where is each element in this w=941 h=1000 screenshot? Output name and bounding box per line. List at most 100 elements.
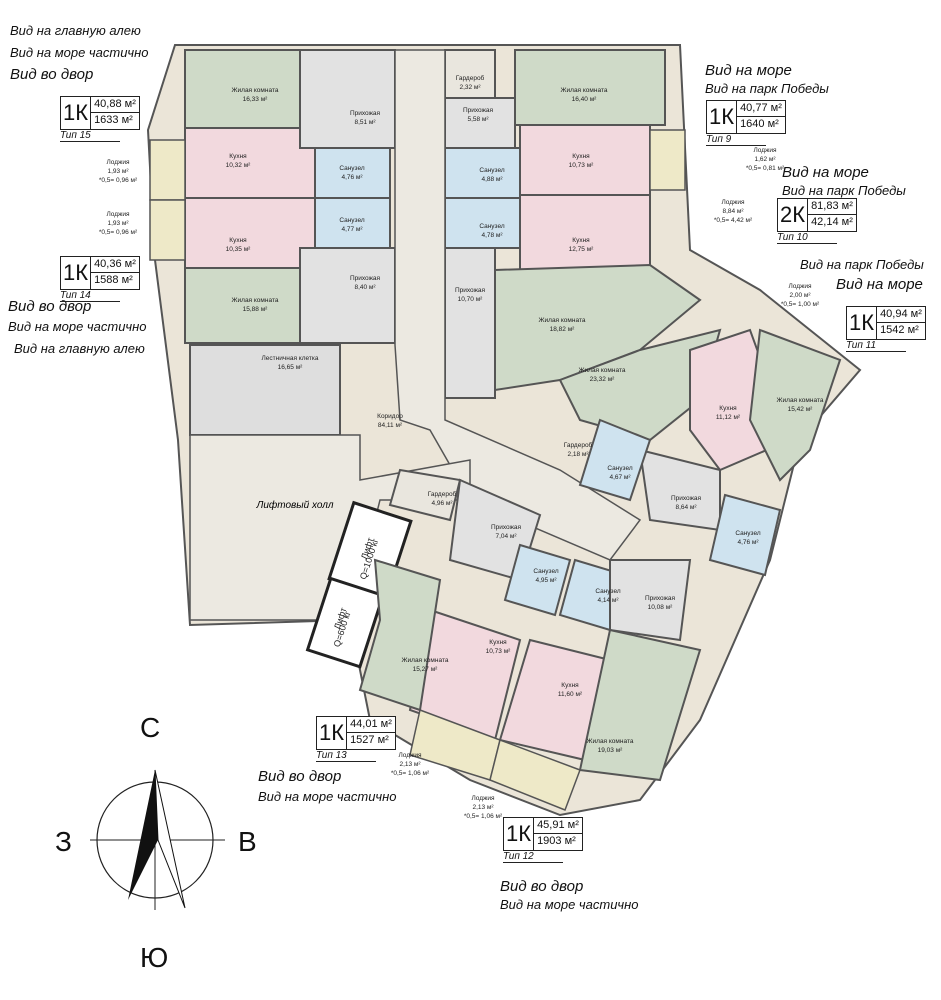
apt-10-price: 42,14 м² (811, 216, 853, 228)
view-ne-b-2: Вид на парк Победы (782, 183, 906, 198)
room-area: 10,08 м² (648, 604, 674, 611)
view-s12-2: Вид на море частично (500, 897, 639, 912)
room-area: 5,58 м² (467, 116, 489, 123)
compass (90, 769, 225, 910)
view-nw-2: Вид на море частично (10, 45, 149, 60)
room-name: Жилая комната (402, 657, 449, 664)
room-area: 7,04 м² (495, 533, 517, 540)
room-area: 4,76 м² (737, 539, 759, 546)
loggia-area: 2,13 м² (472, 804, 494, 811)
apt-9-price: 1640 м² (740, 118, 779, 130)
apt-10-code: 2К (777, 198, 808, 232)
view-s13-2: Вид на море частично (258, 789, 397, 804)
room-area: 4,14 м² (597, 597, 619, 604)
bath-11 (708, 493, 782, 577)
view-w-1: Вид во двор (8, 298, 92, 315)
room-area: 18,82 м² (550, 326, 576, 333)
apt-12-price: 1903 м² (537, 835, 576, 847)
room-area: 15,42 м² (788, 406, 814, 413)
room-area: 4,95 м² (535, 577, 557, 584)
loggia-ne1 (649, 129, 686, 191)
compass-needle-dark (128, 770, 158, 900)
room-name: Санузел (339, 217, 365, 224)
room-name: Прихожая (645, 595, 676, 602)
room-name: Жилая комната (777, 397, 824, 404)
view-s13-1: Вид во двор (258, 768, 342, 785)
apt-11-code: 1К (846, 306, 877, 340)
room-area: 8,40 м² (354, 284, 376, 291)
room-area: 23,32 м² (590, 376, 616, 383)
room-area: 11,60 м² (558, 691, 583, 698)
compass-south: Ю (140, 942, 169, 973)
room-name: Кухня (229, 153, 247, 160)
room-name: Жилая комната (579, 367, 626, 374)
loggia-reduced-area: *0,5= 0,96 м² (99, 229, 138, 236)
room-name: Санузел (339, 165, 365, 172)
room-area: 10,73 м² (569, 162, 595, 169)
hall-12 (609, 559, 692, 642)
room-name: Лестничная клетка (262, 355, 319, 362)
compass-west: З (55, 826, 72, 857)
room-area: 2,18 м² (567, 451, 589, 458)
room-area: 4,88 м² (481, 176, 503, 183)
living-room-13 (358, 558, 442, 712)
apt-15-type: Тип 15 (60, 130, 120, 142)
bath-10 (444, 197, 521, 249)
apt-14-code: 1К (60, 256, 91, 290)
room-name: Санузел (735, 530, 761, 537)
apt-11-price: 1542 м² (880, 324, 919, 336)
view-nw-1: Вид на главную алею (10, 23, 141, 38)
apt-15-area: 40,88 м² (91, 97, 139, 113)
room-name: Санузел (533, 568, 559, 575)
compass-needle-light (154, 769, 186, 909)
view-w-2: Вид на море частично (8, 319, 147, 334)
wardrobe-13 (388, 468, 462, 522)
loggia-area: 1,62 м² (754, 156, 776, 163)
living-room-12 (578, 628, 702, 782)
bath-15 (314, 147, 391, 199)
room-area: 11,12 м² (716, 414, 741, 421)
apt-14-area: 40,36 м² (91, 257, 139, 273)
room-name: Прихожая (455, 287, 486, 294)
loggia-area: 8,84 м² (722, 208, 744, 215)
room-area: 15,27 м² (413, 666, 439, 673)
apt-9-area: 40,77 м² (737, 101, 785, 117)
room-area: 84,11 м² (378, 422, 403, 429)
loggia-s12 (489, 739, 581, 811)
apt-15-code: 1К (60, 96, 91, 130)
block-south (358, 468, 702, 811)
compass-east: В (238, 826, 257, 857)
apt-14-price: 1588 м² (94, 274, 133, 286)
loggia-name: Лоджия (398, 752, 422, 759)
loggia-reduced-area: *0,5= 0,96 м² (99, 177, 138, 184)
room-area: 12,75 м² (569, 246, 595, 253)
bath-10c (578, 418, 652, 502)
bath-14 (314, 197, 391, 249)
apt-12-area: 45,91 м² (534, 818, 582, 834)
room-name: Кухня (489, 639, 507, 646)
room-area: 4,78 м² (481, 232, 503, 239)
loggia-name: Лоджия (788, 283, 812, 290)
room-area: 2,32 м² (459, 84, 481, 91)
loggia-name: Лоджия (721, 199, 745, 206)
apt-9-code: 1К (706, 100, 737, 134)
room-name: Жилая комната (232, 87, 279, 94)
room-name: Кухня (719, 405, 737, 412)
loggia-reduced-area: *0,5= 4,42 м² (714, 217, 753, 224)
room-area: 10,35 м² (226, 246, 252, 253)
hall-10 (444, 247, 496, 399)
apt-14-type: Тип 14 (60, 290, 120, 302)
room-name: Жилая комната (232, 297, 279, 304)
room-name: Прихожая (350, 110, 381, 117)
room-name: Гардероб (564, 441, 593, 449)
bath-9 (444, 147, 521, 199)
apt-9-type: Тип 9 (706, 134, 766, 146)
room-name: Прихожая (463, 107, 494, 114)
room-area: 19,03 м² (598, 747, 624, 754)
room-name: Кухня (229, 237, 247, 244)
room-name: Санузел (595, 588, 621, 595)
kitchen-10 (519, 194, 651, 271)
room-area: 4,67 м² (609, 474, 631, 481)
